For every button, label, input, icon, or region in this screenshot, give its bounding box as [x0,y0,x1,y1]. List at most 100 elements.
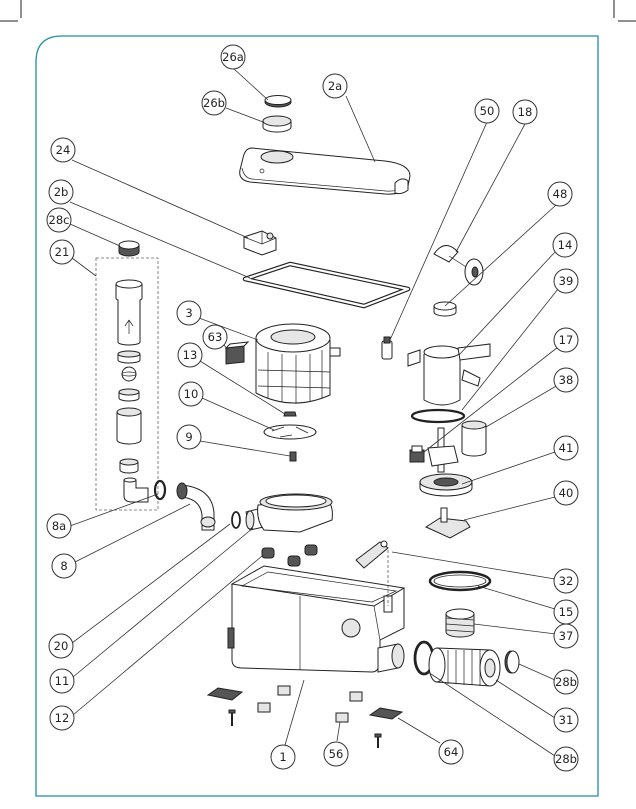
svg-text:48: 48 [553,187,568,201]
callout-18[interactable]: 18 [512,99,538,125]
part-2a-lid [239,147,411,195]
svg-text:28b: 28b [555,752,577,766]
callout-8a[interactable]: 8a [46,513,72,539]
callout-28b-right[interactable]: 28b [553,669,579,695]
svg-text:31: 31 [559,713,574,727]
svg-text:20: 20 [54,639,69,653]
svg-text:28c: 28c [49,213,70,227]
callout-40[interactable]: 40 [553,480,579,506]
svg-text:28b: 28b [555,675,577,689]
callout-1[interactable]: 1 [270,744,296,770]
part-24-clip [243,230,277,256]
callout-12[interactable]: 12 [49,705,75,731]
callout-8[interactable]: 8 [51,553,77,579]
part-17-connector [409,445,425,463]
callout-31[interactable]: 31 [553,707,579,733]
svg-text:24: 24 [56,143,71,157]
callout-26b[interactable]: 26b [201,90,227,116]
part-40-plate [424,507,471,539]
callout-24[interactable]: 24 [50,137,76,163]
svg-text:11: 11 [55,674,70,688]
callout-11[interactable]: 11 [49,668,75,694]
svg-text:9: 9 [185,430,192,444]
svg-text:56: 56 [329,747,344,761]
part-64-brackets [206,687,404,720]
callout-28b-bottom[interactable]: 28b [553,746,579,772]
svg-text:10: 10 [184,387,199,401]
callout-10[interactable]: 10 [178,381,204,407]
part-31-hose [428,647,501,687]
callout-32[interactable]: 32 [553,568,579,594]
parts [115,95,520,748]
callout-41[interactable]: 41 [553,435,579,461]
callout-50[interactable]: 50 [474,98,500,124]
svg-text:26b: 26b [203,96,225,110]
part-12-feet [261,544,318,567]
group-box-21 [95,257,159,511]
part-21-assembly [115,279,149,503]
callout-28c[interactable]: 28c [46,207,72,233]
part-50-connector [381,336,393,360]
part-9-shaft [289,451,297,462]
part-38-cylinder [461,420,487,457]
callout-26a[interactable]: 26a [220,44,246,70]
part-28c-cap [118,240,140,257]
callout-20[interactable]: 20 [48,633,74,659]
part-2b-gasket [242,261,411,309]
svg-text:39: 39 [559,274,574,288]
part-screws [228,709,382,748]
svg-text:8: 8 [60,559,67,573]
leader-lines [69,67,559,757]
callout-3[interactable]: 3 [176,300,202,326]
svg-text:50: 50 [480,104,495,118]
part-39-ring [410,408,466,424]
svg-text:15: 15 [559,605,574,619]
part-3-motor [255,323,341,404]
callout-39[interactable]: 39 [553,268,579,294]
part-pressure-switch [407,343,491,406]
callout-2b[interactable]: 2b [48,179,74,205]
svg-text:37: 37 [559,629,574,643]
svg-text:12: 12 [55,711,70,725]
part-13-nut [283,411,297,417]
callout-13[interactable]: 13 [177,342,203,368]
part-15-gasket [428,570,492,592]
svg-text:14: 14 [558,238,573,252]
callout-15[interactable]: 15 [553,599,579,625]
svg-text:1: 1 [279,750,286,764]
part-18-float [433,245,484,286]
part-63-capacitor [224,341,250,365]
svg-text:13: 13 [183,348,198,362]
callout-56[interactable]: 56 [323,741,349,767]
callout-2a[interactable]: 2a [322,73,348,99]
svg-text:40: 40 [559,486,574,500]
svg-text:17: 17 [559,333,574,347]
svg-text:32: 32 [559,574,574,588]
svg-text:8a: 8a [52,519,66,533]
svg-text:64: 64 [444,745,459,759]
callout-37[interactable]: 37 [553,623,579,649]
part-26b-plug [262,115,292,133]
part-base-plate [257,493,333,533]
part-1-tank [227,565,406,673]
part-28b-clamp-right [504,650,520,674]
callout-64[interactable]: 64 [438,739,464,765]
svg-text:2a: 2a [328,79,342,93]
callout-38[interactable]: 38 [553,367,579,393]
part-26a-cap [264,95,292,108]
part-32-lever [355,540,389,569]
svg-text:41: 41 [559,441,574,455]
svg-text:2b: 2b [54,185,69,199]
part-37-spring [445,608,475,638]
svg-text:21: 21 [55,245,70,259]
svg-text:3: 3 [185,306,192,320]
callout-48[interactable]: 48 [547,181,573,207]
callout-14[interactable]: 14 [552,232,578,258]
callout-21[interactable]: 21 [49,239,75,265]
callout-63[interactable]: 63 [202,324,228,350]
part-56-blocks [257,685,363,723]
crop-marks [0,0,636,22]
callout-9[interactable]: 9 [176,424,202,450]
callout-17[interactable]: 17 [553,327,579,353]
